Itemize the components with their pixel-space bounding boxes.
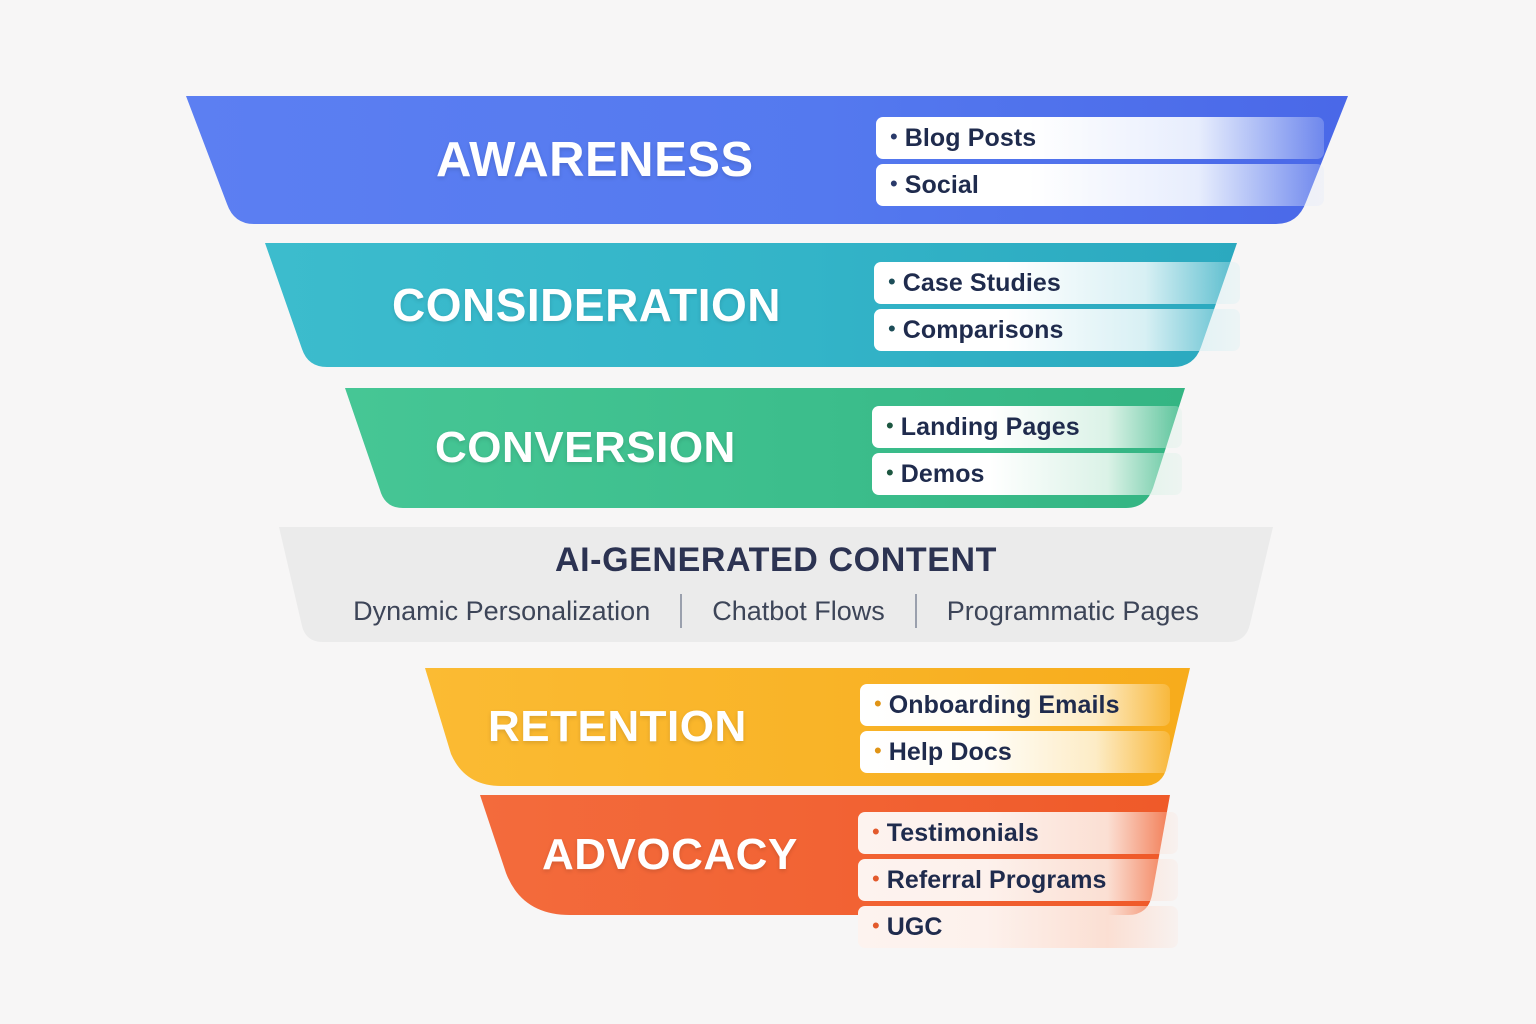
chip-group-consideration: • Case Studies • Comparisons: [874, 262, 1240, 351]
chip-group-awareness: • Blog Posts • Social: [876, 117, 1324, 206]
chip-label: UGC: [886, 912, 943, 941]
chip-label: Social: [904, 170, 979, 199]
chip-group-conversion: • Landing Pages • Demos: [872, 406, 1182, 495]
chip-label: Blog Posts: [904, 123, 1037, 152]
chip-label: Onboarding Emails: [888, 690, 1120, 719]
stage-label-retention: RETENTION: [488, 702, 747, 751]
bullet-icon: •: [888, 269, 896, 294]
chip-group-advocacy: • Testimonials • Referral Programs • UGC: [858, 812, 1178, 948]
chip-label: Demos: [900, 459, 985, 488]
chip-label: Case Studies: [902, 268, 1061, 297]
chip-advocacy-0[interactable]: • Testimonials: [858, 812, 1178, 854]
ai-divider-icon: [680, 594, 683, 628]
bullet-icon: •: [874, 738, 882, 763]
chip-label: Testimonials: [886, 818, 1039, 847]
bullet-icon: •: [890, 124, 898, 149]
stage-label-consideration: CONSIDERATION: [392, 279, 781, 331]
chip-retention-1[interactable]: • Help Docs: [860, 731, 1170, 773]
chip-label: Help Docs: [888, 737, 1012, 766]
chip-consideration-1[interactable]: • Comparisons: [874, 309, 1240, 351]
ai-divider-icon: [914, 594, 917, 628]
chip-consideration-0[interactable]: • Case Studies: [874, 262, 1240, 304]
bullet-icon: •: [890, 171, 898, 196]
chip-label: Landing Pages: [900, 412, 1080, 441]
bullet-icon: •: [874, 691, 882, 716]
ai-generated-content-band[interactable]: AI-GENERATED CONTENT Dynamic Personaliza…: [265, 527, 1287, 642]
chip-retention-0[interactable]: • Onboarding Emails: [860, 684, 1170, 726]
chip-awareness-0[interactable]: • Blog Posts: [876, 117, 1324, 159]
stage-label-awareness: AWARENESS: [436, 133, 754, 187]
stage-label-conversion: CONVERSION: [435, 423, 736, 472]
ai-band-title: AI-GENERATED CONTENT: [554, 541, 998, 579]
chip-advocacy-2[interactable]: • UGC: [858, 906, 1178, 948]
bullet-icon: •: [872, 819, 880, 844]
bullet-icon: •: [872, 866, 880, 891]
chip-label: Comparisons: [902, 315, 1064, 344]
bullet-icon: •: [886, 413, 894, 438]
chip-awareness-1[interactable]: • Social: [876, 164, 1324, 206]
ai-subitem-1[interactable]: Chatbot Flows: [712, 595, 885, 626]
stage-label-advocacy: ADVOCACY: [542, 830, 798, 879]
ai-band-shape: [265, 527, 1287, 642]
ai-band-subitems: Dynamic Personalization Chatbot Flows Pr…: [353, 594, 1199, 628]
chip-group-retention: • Onboarding Emails • Help Docs: [860, 684, 1170, 773]
bullet-icon: •: [888, 316, 896, 341]
chip-advocacy-1[interactable]: • Referral Programs: [858, 859, 1178, 901]
bullet-icon: •: [886, 460, 894, 485]
ai-subitem-2[interactable]: Programmatic Pages: [946, 595, 1199, 626]
chip-conversion-0[interactable]: • Landing Pages: [872, 406, 1182, 448]
chip-conversion-1[interactable]: • Demos: [872, 453, 1182, 495]
ai-subitem-0[interactable]: Dynamic Personalization: [353, 595, 651, 626]
bullet-icon: •: [872, 913, 880, 938]
chip-label: Referral Programs: [886, 865, 1107, 894]
